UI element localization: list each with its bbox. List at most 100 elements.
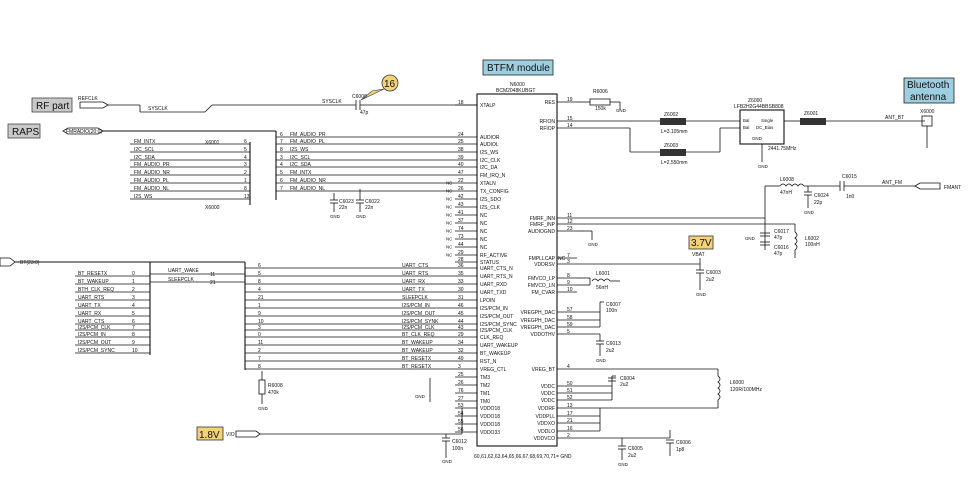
conn-bt-net-label: BTH_CLK_REQ xyxy=(78,287,114,293)
conn-bt-net-label: UART_CTS xyxy=(78,319,105,325)
ic-right-pin-num: 19 xyxy=(567,97,573,103)
bt-net-label: BT_RESETX xyxy=(402,356,432,362)
c6006-ref: C6006 xyxy=(676,440,691,446)
ic-left-pin-num: 38 xyxy=(458,147,464,153)
c6006-val: 1p8 xyxy=(676,447,685,453)
ic-left-pin-num: 44 xyxy=(458,319,464,325)
c6022-gnd: GND xyxy=(356,214,366,219)
nc-pin-label: NC xyxy=(446,181,452,186)
c6015-ref: C6015 xyxy=(842,174,857,180)
v18-label: 1.8V xyxy=(199,430,220,441)
ic-right-pin-name: VDDC xyxy=(541,398,556,404)
ic-left-pin-name: I2S/PCM_CLK xyxy=(480,328,513,334)
ic-left-pin-num: 44 xyxy=(458,242,464,248)
x6000-ref: X6000 xyxy=(920,109,935,115)
v37-box xyxy=(688,235,714,250)
vio-supply: VIO C6012 100n GND xyxy=(226,408,467,464)
ic-left-pin-name: XTALN xyxy=(480,181,496,187)
ic-left-pin-num: 26 xyxy=(458,186,464,192)
c6004-val: 2u2 xyxy=(620,382,629,388)
fm-net-label: I2C_SDA xyxy=(290,162,312,168)
conn-top-pin-num: 2 xyxy=(244,170,247,176)
ic-left-pin-name: NC xyxy=(480,213,488,219)
c6013-gnd: GND xyxy=(596,358,606,363)
nc-pin-label: NC xyxy=(446,229,452,234)
ic-right-pin-num: 14 xyxy=(567,123,573,129)
conn-top-net-label: I2S_WS xyxy=(134,194,153,200)
ic-left-pin-num: 46 xyxy=(458,303,464,309)
v37-label: 3.7V xyxy=(691,238,712,249)
module-title-box xyxy=(482,59,554,76)
ic-left-pin-num: 36 xyxy=(458,263,464,269)
ic-left-pin-num: 56 xyxy=(458,427,464,433)
fm-net-label: FM_AUDIO_NL xyxy=(290,186,325,192)
r6006: R6006 150k GND xyxy=(577,89,626,113)
bt-net-pin: 9 xyxy=(258,311,261,317)
ic-right-pin-name: VDDRF xyxy=(538,406,555,412)
ic-left-pin-name: CLK_REQ xyxy=(480,335,503,341)
ic-left-pin-name: TX_CONFIG xyxy=(480,189,509,195)
nc-pin-label: NC xyxy=(446,221,452,226)
z6001-ref: Z6001 xyxy=(804,111,818,117)
ic-left-pin-name: VDDO18 xyxy=(480,414,500,420)
ic-left-pin-name: I2S/PCM_SYNC xyxy=(480,322,517,328)
ic-right-pin-num: 8 xyxy=(567,273,570,279)
ic-right-pin-num: 13 xyxy=(567,403,573,409)
ic-right-pin-name: VDDVCO xyxy=(534,436,556,442)
ic-left-pin-name: NC xyxy=(480,237,488,243)
ic-right-pin-name: VREGPH_DAC xyxy=(521,318,556,324)
r6008: R6008 470k GND xyxy=(258,371,283,411)
conn-top-net-label: I2C_SCL xyxy=(134,147,155,153)
ic-left-pin-name: LPOIN xyxy=(480,298,495,304)
ic-left-pin-num: 22 xyxy=(458,178,464,184)
c6012-val: 100n xyxy=(452,446,463,452)
c6007-val: 100n xyxy=(606,308,617,314)
ic-right-pin-num: 51 xyxy=(567,388,573,394)
ic-left-pin-num: 24 xyxy=(458,132,464,138)
raps-box xyxy=(7,123,41,139)
z6002-val: L=3.105mm xyxy=(661,129,688,135)
bt-net-label: BT_RESETX xyxy=(402,364,432,370)
vbat-section: NC VBAT C6003 2u2 GND xyxy=(558,252,721,297)
ic-left-pin-num: 54 xyxy=(458,411,464,417)
sleepclk-label: SLEEPCLK xyxy=(168,277,195,283)
bt-net-label: BT_WAKEUP xyxy=(402,348,433,354)
c6015-val: 1n0 xyxy=(846,194,855,200)
conn-top-net-label: FM_AUDIO_PL xyxy=(134,178,169,184)
ant-bt-label: ANT_BT xyxy=(885,115,904,121)
ic-right-pin-name: VREGPH_DAC xyxy=(521,310,556,316)
bt-net-label: I2S/PCM_OUT xyxy=(402,311,435,317)
c6003-ref: C6003 xyxy=(706,270,721,276)
bt-net-pin: 0 xyxy=(258,332,261,338)
c6012-gnd: GND xyxy=(442,459,452,464)
ic-left-pin-name: UART_CTS_N xyxy=(480,266,513,272)
ic-right-pin-num: 10 xyxy=(567,287,573,293)
z6001-trace xyxy=(800,118,826,125)
c6013-val: 2u2 xyxy=(606,348,615,354)
c6017-ref: C6017 xyxy=(774,229,789,235)
z6003-val: L=2.550mm xyxy=(661,160,688,166)
v18-box xyxy=(196,426,224,441)
c6016-val: 47p xyxy=(774,251,783,257)
ic-right-pin-name: FMVCO_LP xyxy=(528,276,556,282)
c6024-gnd: GND xyxy=(804,210,814,215)
conn-bt-net-label: UART_RTS xyxy=(78,295,105,301)
bt-net-pin: 5 xyxy=(258,271,261,277)
ic-left-pin-num: 76 xyxy=(458,388,464,394)
vbat-label: VBAT xyxy=(692,252,705,258)
c6003-val: 2u2 xyxy=(706,277,715,283)
conn-bt-pin-num: 7 xyxy=(132,325,135,331)
ic-left-pin-num: 29 xyxy=(458,332,464,338)
balun-gnd-2: GND xyxy=(758,164,768,169)
balun-freq: 2441.75MHz xyxy=(768,146,797,152)
conn-top-net-label: I2C_SDA xyxy=(134,155,156,161)
ic-right-pin-name: AUDIOGND xyxy=(528,229,555,235)
bt-antenna-box xyxy=(903,77,955,104)
c6024-ref: C6024 xyxy=(814,193,829,199)
c6013-ref: C6013 xyxy=(606,341,621,347)
ic-left-pin-name: XTALP xyxy=(480,103,496,109)
ic-left-pin-name: NC xyxy=(480,229,488,235)
conn-top-net-label: FM_AUDIO_NL xyxy=(134,186,169,192)
ic-left-pin-num: 55 xyxy=(458,419,464,425)
l6002-val: 100nH xyxy=(805,242,820,248)
